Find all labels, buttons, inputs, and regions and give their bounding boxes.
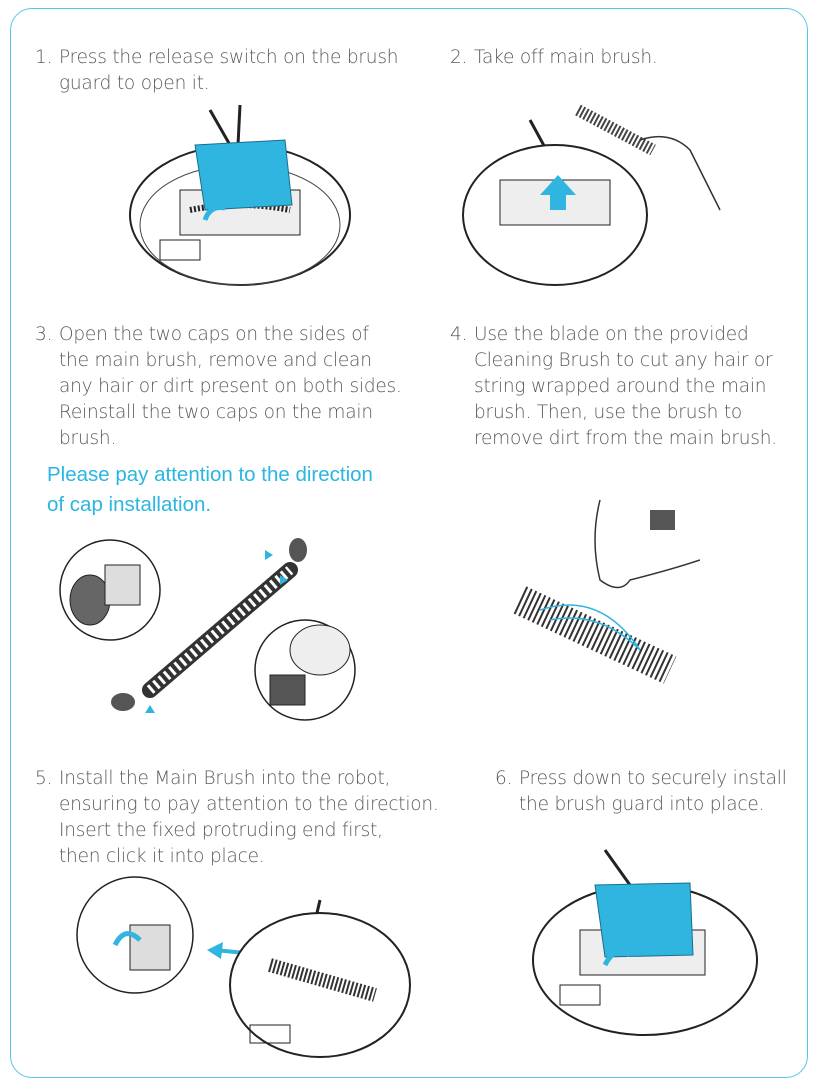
page-border xyxy=(10,8,808,1078)
step-1: 1. Press the release switch on the brush… xyxy=(35,45,398,97)
step-number: 2. xyxy=(450,47,468,68)
step-text: Press down to securely install the brush… xyxy=(519,768,787,815)
step-number: 3. xyxy=(35,324,53,345)
step-5: 5. Install the Main Brush into the robot… xyxy=(35,766,439,870)
robot-open-guard-illustration xyxy=(129,104,351,286)
step-text: Press the release switch on the brush gu… xyxy=(59,47,399,94)
step-text: Open the two caps on the sides of the ma… xyxy=(59,324,402,449)
step-4: 4. Use the blade on the provided Cleanin… xyxy=(450,322,777,452)
step-6: 6. Press down to securely install the br… xyxy=(495,766,787,818)
robot-close-guard-illustration xyxy=(532,849,758,1036)
step-text: Use the blade on the provided Cleaning B… xyxy=(474,324,777,449)
direction-note: Please pay attention to the direction of… xyxy=(47,463,373,516)
step-number: 1. xyxy=(35,47,53,68)
robot-remove-brush-illustration xyxy=(462,104,721,286)
step-3: 3. Open the two caps on the sides of the… xyxy=(35,322,402,452)
install-main-brush-illustration xyxy=(76,876,411,1058)
step-2: 2. Take off main brush. xyxy=(450,45,658,71)
cleaning-main-brush-illustration xyxy=(513,499,700,684)
brush-caps-illustration xyxy=(59,538,356,721)
step-text: Take off main brush. xyxy=(474,47,658,68)
step-number: 5. xyxy=(35,768,53,789)
step-number: 4. xyxy=(450,324,468,345)
step-text: Install the Main Brush into the robot, e… xyxy=(59,768,439,867)
step-number: 6. xyxy=(495,768,513,789)
